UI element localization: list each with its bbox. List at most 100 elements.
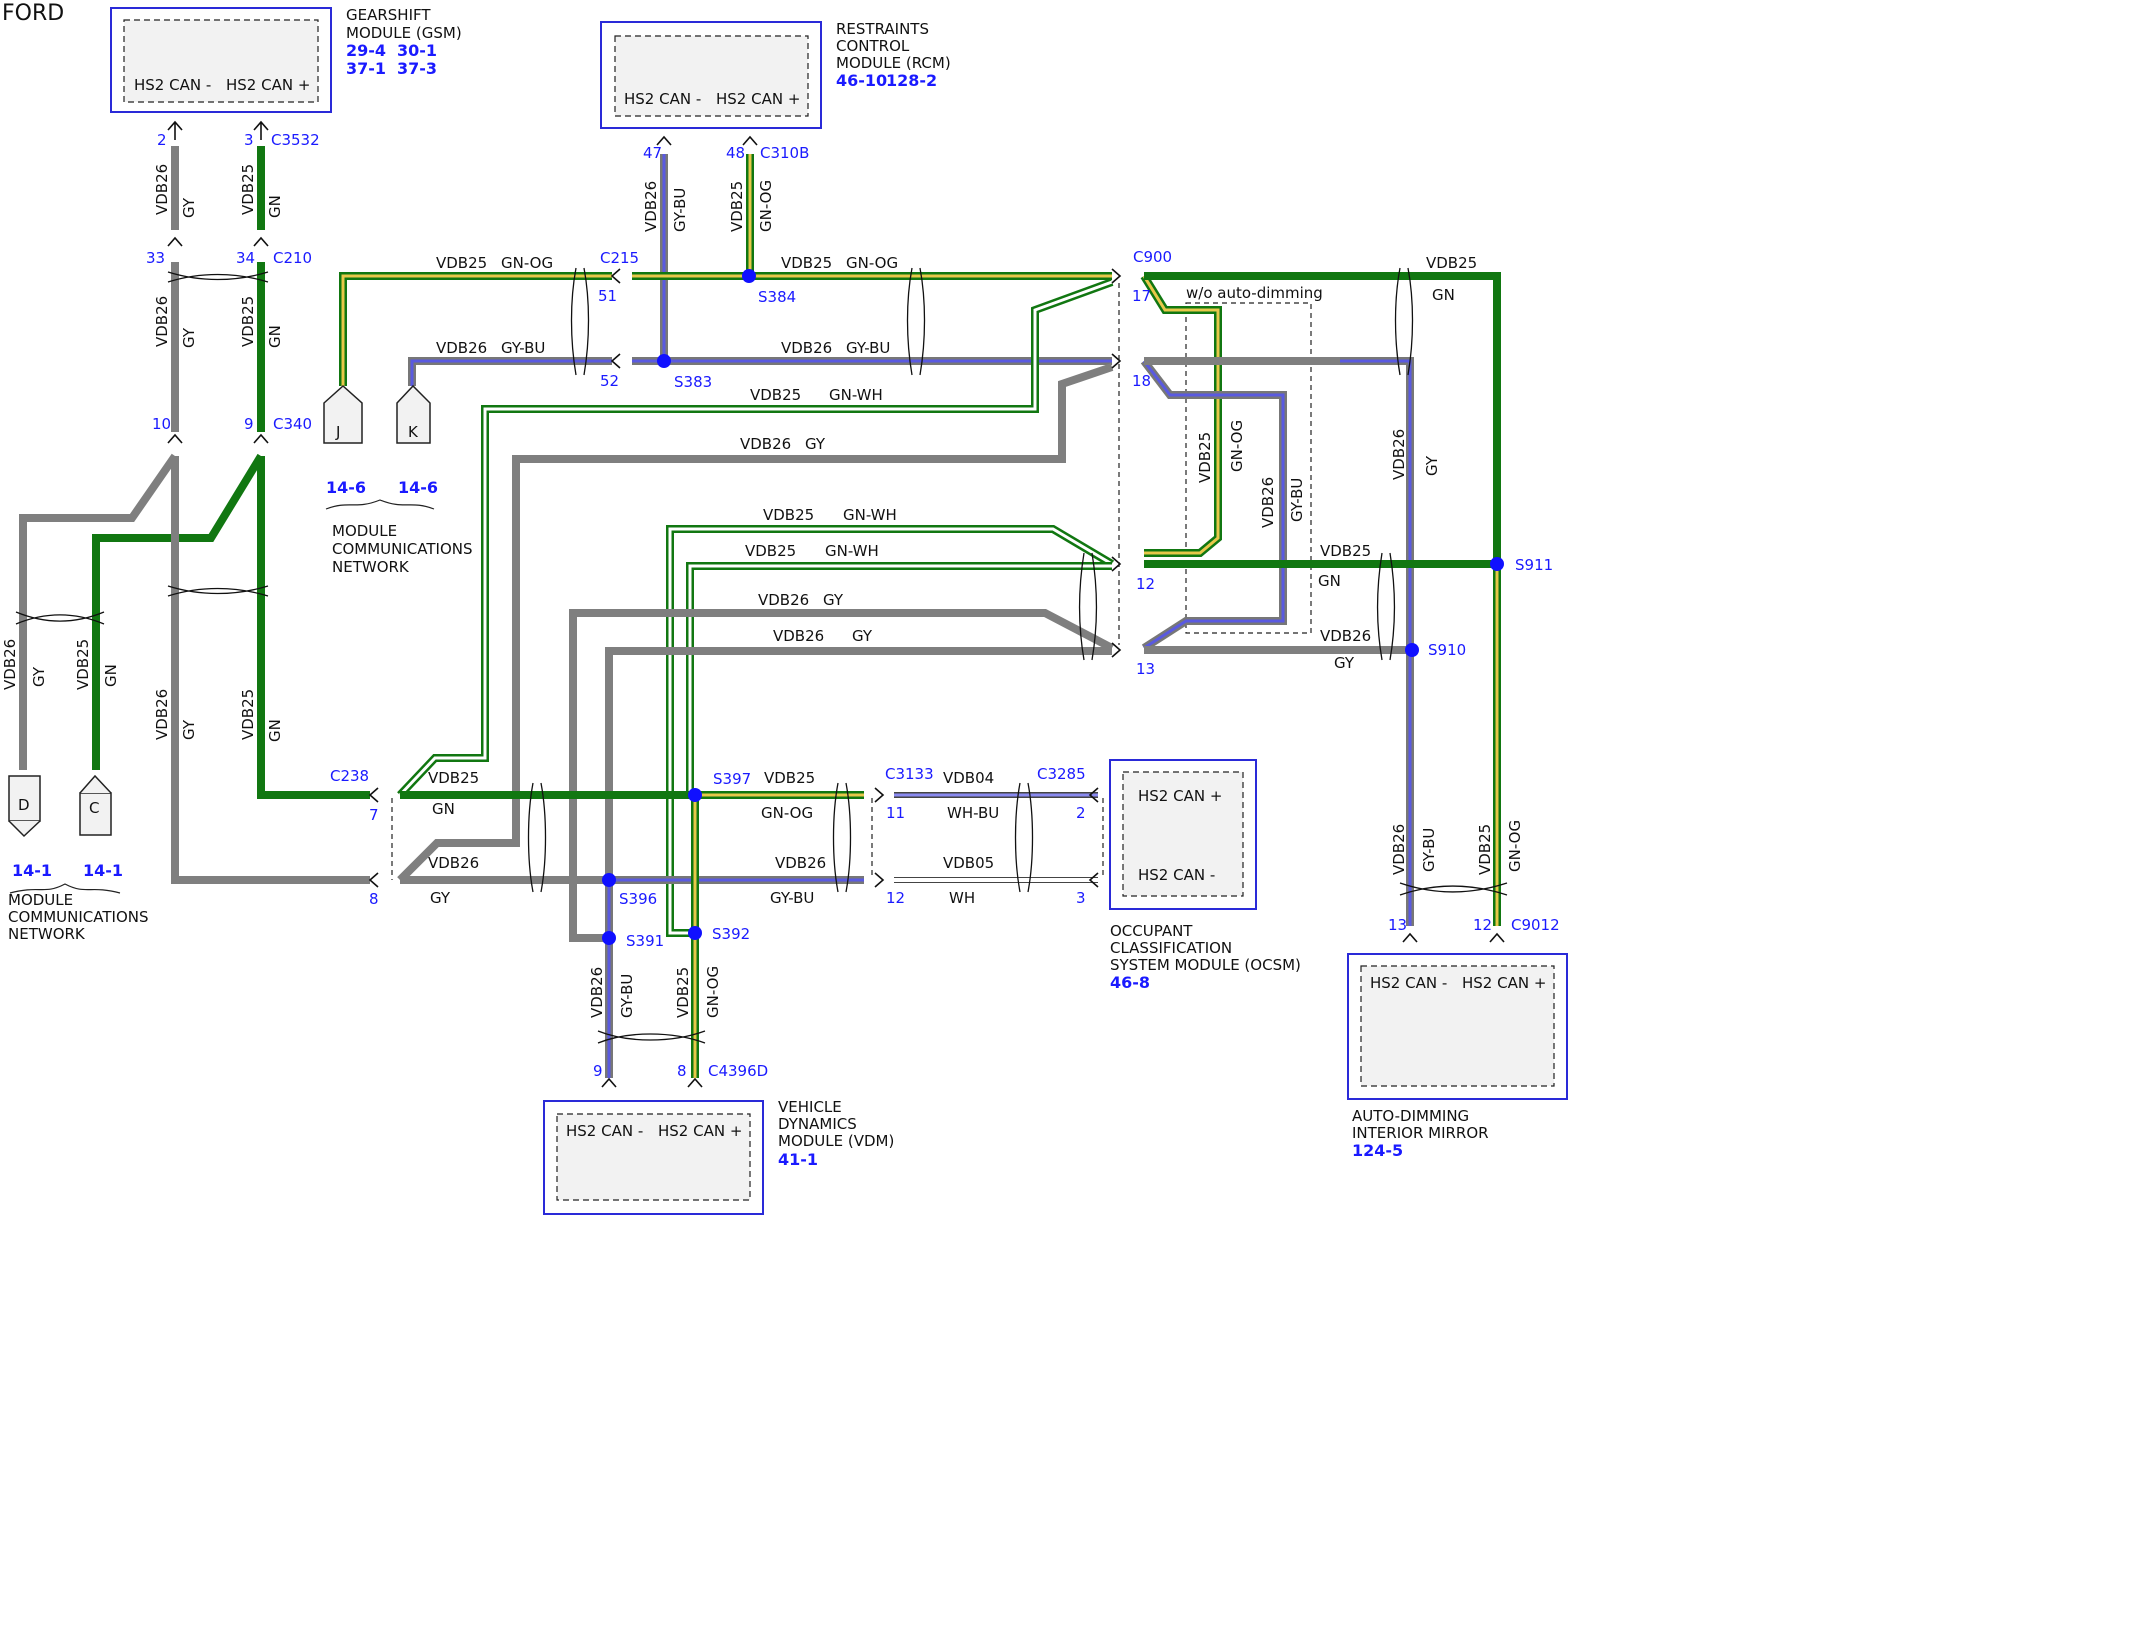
- splice-dot: [602, 931, 616, 945]
- pin-number: 34: [236, 249, 255, 267]
- circuit-label: VDB26: [1390, 824, 1408, 875]
- offpage-ref[interactable]: 14-1: [12, 861, 52, 880]
- color-label: GY-BU: [671, 188, 689, 232]
- connector-id: C210: [273, 249, 312, 267]
- circuit-label: VDB25: [1476, 824, 1494, 875]
- vdm-name-3: MODULE (VDM): [778, 1132, 894, 1150]
- pin-number: 18: [1132, 372, 1151, 390]
- splice-label: S911: [1515, 556, 1553, 574]
- vdm-ref[interactable]: 41-1: [778, 1150, 818, 1169]
- color-label: GY: [852, 627, 873, 645]
- splice-label: S383: [674, 373, 712, 391]
- color-label: GY-BU: [1420, 828, 1438, 872]
- circuit-label: VDB25: [764, 769, 815, 787]
- color-label: WH-BU: [947, 804, 999, 822]
- color-label: GN: [432, 800, 455, 818]
- pin-number: 3: [244, 131, 254, 149]
- offpage-c[interactable]: C: [79, 774, 112, 836]
- color-label: GN: [1318, 572, 1341, 590]
- circuit-label: VDB26: [428, 854, 479, 872]
- circuit-label: VDB26: [153, 164, 171, 215]
- offpage-k[interactable]: K: [396, 384, 431, 444]
- rcm-pin-minus: HS2 CAN -: [624, 90, 701, 108]
- connector-id: C4396D: [708, 1062, 768, 1080]
- circuit-label: VDB25: [1320, 542, 1371, 560]
- color-label: GN: [266, 195, 284, 218]
- splice-dot: [688, 788, 702, 802]
- circuit-label: VDB25: [1426, 254, 1477, 272]
- circuit-label: VDB26: [740, 435, 791, 453]
- color-label: GY: [180, 719, 198, 740]
- gsm-ref[interactable]: 37-1: [346, 59, 386, 78]
- vdm-name-1: VEHICLE: [778, 1098, 842, 1116]
- splice-dot: [1405, 643, 1419, 657]
- circuit-label: VDB26: [773, 627, 824, 645]
- offpage-d[interactable]: D: [8, 775, 41, 838]
- wire-labels-horizontal: VDB25 GN-OG VDB26 GY-BU VDB25 GN-OG VDB2…: [428, 254, 1477, 907]
- mirror-name-2: INTERIOR MIRROR: [1352, 1124, 1489, 1142]
- pin-number: 2: [1076, 804, 1086, 822]
- color-label: GN: [102, 664, 120, 687]
- circuit-label: VDB26: [775, 854, 826, 872]
- color-label: GN-WH: [825, 542, 879, 560]
- splice-dot: [742, 269, 756, 283]
- ocsm-name-1: OCCUPANT: [1110, 922, 1193, 940]
- pin-number: 12: [886, 889, 905, 907]
- rcm-name-3: MODULE (RCM): [836, 54, 951, 72]
- gsm-ref[interactable]: 30-1: [397, 41, 437, 60]
- rcm-name-2: CONTROL: [836, 37, 910, 55]
- gsm-ref[interactable]: 29-4: [346, 41, 386, 60]
- vdm-module: HS2 CAN - HS2 CAN +: [543, 1100, 764, 1215]
- splice-label: S392: [712, 925, 750, 943]
- color-label: GY-BU: [846, 339, 890, 357]
- ocsm-ref[interactable]: 46-8: [1110, 973, 1150, 992]
- offpage-ref[interactable]: 14-6: [326, 478, 366, 497]
- pin-number: 11: [886, 804, 905, 822]
- pin-number: 47: [643, 144, 662, 162]
- mirror-ref[interactable]: 124-5: [1352, 1141, 1403, 1160]
- rcm-ref[interactable]: 128-2: [886, 71, 937, 90]
- mirror-pin-minus: HS2 CAN -: [1370, 974, 1447, 992]
- offpage-ref[interactable]: 14-6: [398, 478, 438, 497]
- color-label: GN: [1432, 286, 1455, 304]
- color-label: GY-BU: [618, 974, 636, 1018]
- circuit-label: VDB26: [588, 967, 606, 1018]
- circuit-label: VDB26: [153, 296, 171, 347]
- twist-marks: [15, 267, 1508, 1044]
- color-label: WH: [949, 889, 975, 907]
- color-label: GN-OG: [757, 180, 775, 232]
- splice-label: S384: [758, 288, 796, 306]
- splice-label: S910: [1428, 641, 1466, 659]
- pin-labels: 2 3 33 34 10 9 47 48 51 52 17 18 12 13 7…: [146, 131, 1492, 1080]
- color-label: GN-WH: [829, 386, 883, 404]
- network-label-1: MODULE: [332, 522, 397, 540]
- network-label-3: NETWORK: [332, 558, 410, 576]
- connector-id: C900: [1133, 248, 1172, 266]
- gsm-ref[interactable]: 37-3: [397, 59, 437, 78]
- circuit-label: VDB26: [1, 639, 19, 690]
- circuit-label: VDB26: [1390, 429, 1408, 480]
- color-label: GN-OG: [1228, 420, 1246, 472]
- gsm-pin-minus: HS2 CAN -: [134, 76, 211, 94]
- pin-number: 8: [677, 1062, 687, 1080]
- circuit-label: VDB25: [750, 386, 801, 404]
- circuit-label: VDB26: [436, 339, 487, 357]
- splice-label: S391: [626, 932, 664, 950]
- pin-number: 52: [600, 372, 619, 390]
- circuit-label: VDB25: [763, 506, 814, 524]
- mirror-module: HS2 CAN - HS2 CAN +: [1347, 953, 1568, 1100]
- color-label: GY-BU: [770, 889, 814, 907]
- connector-labels: C3532 C210 C340 C310B C215 C900 C238 C31…: [271, 131, 1560, 1080]
- offpage-j[interactable]: J: [323, 384, 363, 444]
- circuit-label: VDB04: [943, 769, 994, 787]
- rcm-ref[interactable]: 46-10: [836, 71, 887, 90]
- network-label-3: NETWORK: [8, 925, 86, 943]
- pin-number: 17: [1132, 287, 1151, 305]
- circuit-label: VDB26: [1259, 477, 1277, 528]
- ocsm-pin-minus: HS2 CAN -: [1138, 866, 1215, 884]
- circuit-label: VDB25: [436, 254, 487, 272]
- circuit-label: VDB25: [239, 689, 257, 740]
- offpage-ref[interactable]: 14-1: [83, 861, 123, 880]
- pin-number: 51: [598, 287, 617, 305]
- pin-number: 7: [369, 806, 379, 824]
